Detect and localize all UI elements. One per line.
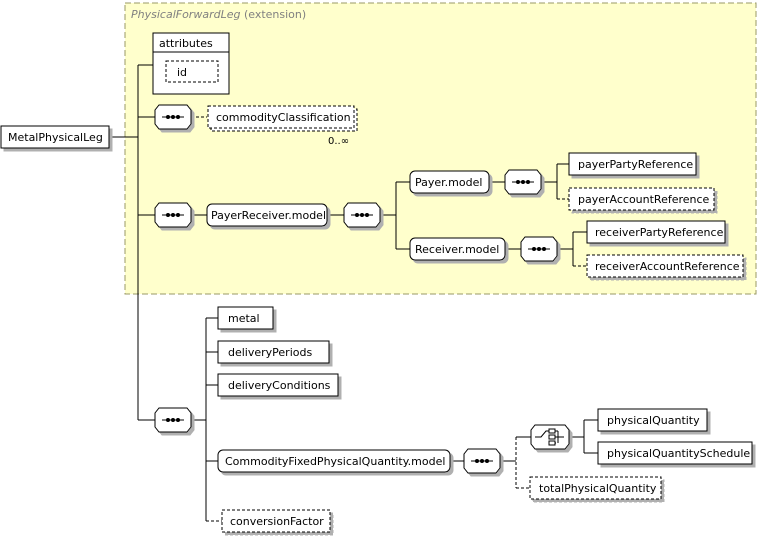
- sequence-compositor-payer-model[interactable]: [504, 169, 542, 195]
- svg-text:conversionFactor: conversionFactor: [230, 515, 324, 528]
- svg-text:deliveryPeriods: deliveryPeriods: [228, 346, 312, 359]
- total-physical-quantity-element[interactable]: totalPhysicalQuantity: [529, 476, 662, 500]
- physical-quantity-element[interactable]: physicalQuantity: [597, 408, 708, 432]
- svg-text:receiverAccountReference: receiverAccountReference: [595, 260, 740, 273]
- svg-text:attributes: attributes: [159, 37, 213, 50]
- receiver-model-group[interactable]: Receiver.model: [409, 237, 506, 261]
- connector-lines: [109, 64, 598, 522]
- svg-text:Receiver.model: Receiver.model: [415, 243, 499, 256]
- svg-text:CommodityFixedPhysicalQuantity: CommodityFixedPhysicalQuantity.model: [225, 455, 445, 468]
- sequence-compositor-metal[interactable]: [154, 407, 192, 433]
- commodity-fixed-physical-quantity-model-group[interactable]: CommodityFixedPhysicalQuantity.model: [217, 449, 451, 473]
- commodity-classification-element[interactable]: commodityClassification: [207, 105, 358, 132]
- svg-text:payerAccountReference: payerAccountReference: [578, 193, 710, 206]
- attribute-id[interactable]: id: [165, 60, 219, 83]
- payer-party-reference-element[interactable]: payerPartyReference: [568, 152, 697, 176]
- svg-text:physicalQuantitySchedule: physicalQuantitySchedule: [607, 447, 750, 460]
- svg-text:receiverPartyReference: receiverPartyReference: [595, 226, 724, 239]
- delivery-conditions-element[interactable]: deliveryConditions: [217, 373, 339, 397]
- physical-quantity-schedule-element[interactable]: physicalQuantitySchedule: [597, 441, 753, 465]
- svg-text:metal: metal: [228, 312, 260, 325]
- extension-title: PhysicalForwardLeg (extension): [131, 8, 306, 21]
- receiver-party-reference-element[interactable]: receiverPartyReference: [586, 220, 726, 244]
- conversion-factor-element[interactable]: conversionFactor: [221, 509, 331, 533]
- delivery-periods-element[interactable]: deliveryPeriods: [217, 340, 330, 364]
- svg-text:MetalPhysicalLeg: MetalPhysicalLeg: [8, 131, 103, 144]
- sequence-compositor-receiver-model[interactable]: [520, 236, 558, 262]
- svg-text:PayerReceiver.model: PayerReceiver.model: [211, 209, 326, 222]
- svg-text:commodityClassification: commodityClassification: [216, 111, 351, 124]
- receiver-account-reference-element[interactable]: receiverAccountReference: [586, 254, 744, 278]
- root-element[interactable]: MetalPhysicalLeg: [0, 125, 110, 149]
- sequence-compositor-payer-receiver[interactable]: [154, 202, 192, 228]
- payer-model-group[interactable]: Payer.model: [409, 170, 490, 194]
- sequence-compositor-quantity-model[interactable]: [463, 448, 501, 474]
- payer-account-reference-element[interactable]: payerAccountReference: [568, 187, 715, 211]
- svg-text:totalPhysicalQuantity: totalPhysicalQuantity: [539, 482, 657, 495]
- payer-receiver-model-group[interactable]: PayerReceiver.model: [206, 203, 328, 227]
- commodity-classification-cardinality: 0..∞: [328, 136, 349, 147]
- svg-text:Payer.model: Payer.model: [415, 176, 482, 189]
- sequence-compositor-payer-receiver-model[interactable]: [343, 202, 381, 228]
- choice-compositor[interactable]: [530, 424, 570, 450]
- svg-text:deliveryConditions: deliveryConditions: [228, 379, 331, 392]
- metal-element[interactable]: metal: [217, 306, 274, 330]
- svg-text:physicalQuantity: physicalQuantity: [607, 414, 700, 427]
- sequence-compositor-main[interactable]: [154, 104, 192, 130]
- svg-text:id: id: [177, 66, 187, 79]
- svg-text:payerPartyReference: payerPartyReference: [578, 158, 693, 171]
